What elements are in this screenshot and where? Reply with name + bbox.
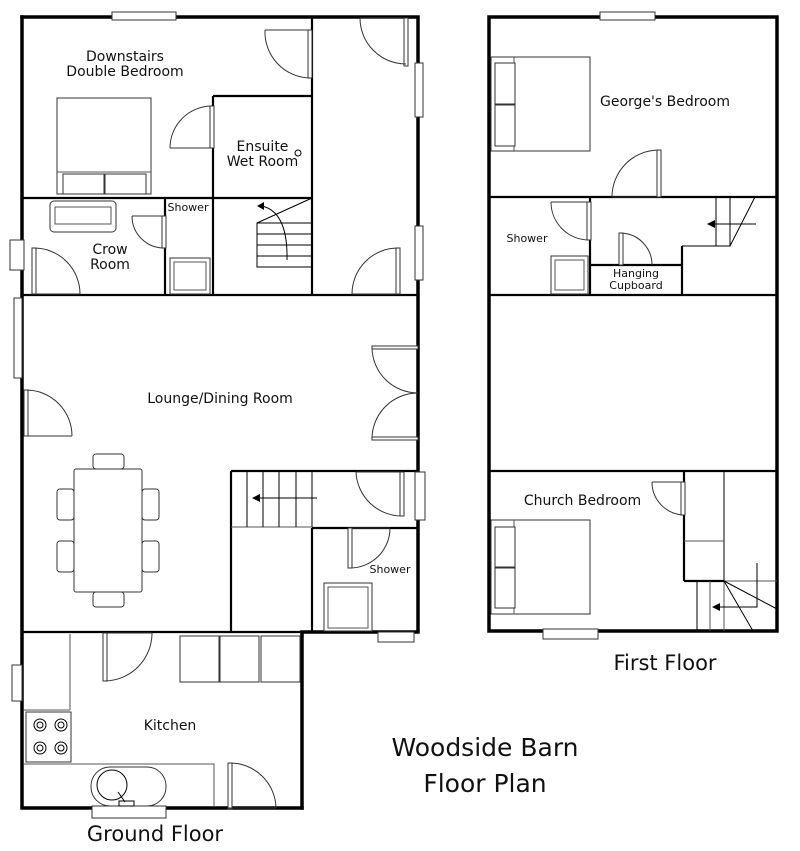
room-label-shower-upper: Shower xyxy=(167,201,209,214)
staircase xyxy=(696,563,778,632)
shower-tray xyxy=(550,255,589,295)
door xyxy=(371,345,419,441)
window xyxy=(11,664,23,702)
room-label-shower-first: Shower xyxy=(506,232,548,245)
room-label-georges-bedroom: George's Bedroom xyxy=(600,94,730,110)
window xyxy=(13,297,23,379)
room-label-ensuite: Ensuite Wet Room xyxy=(226,139,299,171)
door xyxy=(31,247,81,295)
door xyxy=(611,149,662,198)
door xyxy=(550,201,592,241)
door xyxy=(131,215,167,249)
room-label-lounge: Lounge/Dining Room xyxy=(147,391,293,407)
dining-table xyxy=(56,453,160,608)
shower-tray xyxy=(323,582,373,632)
door xyxy=(351,247,401,295)
arrow-icon xyxy=(707,220,715,228)
hob-burner-icon xyxy=(33,718,68,755)
arrow-icon xyxy=(257,202,264,210)
room-label-kitchen: Kitchen xyxy=(143,718,197,734)
window xyxy=(111,11,177,21)
sink xyxy=(90,766,167,807)
ground-floor-plan xyxy=(9,11,426,819)
first-floor-label: First Floor xyxy=(613,651,717,675)
door xyxy=(169,105,215,149)
window xyxy=(9,239,25,271)
window xyxy=(414,225,424,281)
room-label-church-bedroom: Church Bedroom xyxy=(523,493,642,509)
room-label-downstairs-bedroom: Downstairs Double Bedroom xyxy=(66,49,184,81)
window xyxy=(91,805,167,819)
room-label-shower-lower: Shower xyxy=(369,563,411,576)
window xyxy=(414,471,426,521)
door xyxy=(227,762,277,810)
stair-edge xyxy=(682,196,756,247)
arrow-icon xyxy=(252,494,260,502)
drain-icon xyxy=(294,149,302,157)
double-bed xyxy=(490,56,591,152)
ground-floor-label: Ground Floor xyxy=(86,822,224,846)
door xyxy=(264,29,313,79)
shower-tray xyxy=(169,257,211,295)
window xyxy=(414,62,424,118)
window xyxy=(542,628,599,640)
door xyxy=(618,232,653,266)
staircase xyxy=(256,197,313,268)
door xyxy=(651,481,686,516)
door xyxy=(359,17,409,67)
ground-outer-wall-east xyxy=(20,15,420,810)
sofa xyxy=(49,200,117,233)
door xyxy=(347,527,391,569)
window xyxy=(599,11,656,21)
door xyxy=(23,389,73,437)
window xyxy=(377,631,415,643)
door xyxy=(355,471,405,517)
staircase xyxy=(231,471,317,528)
room-label-crow-room: Crow Room xyxy=(90,242,130,274)
kitchen-units xyxy=(24,634,301,807)
arrow-icon xyxy=(712,603,720,611)
first-floor-plan xyxy=(487,11,779,640)
door xyxy=(102,632,153,682)
plan-title: Woodside Barn Floor Plan xyxy=(391,733,579,799)
double-bed xyxy=(490,519,591,615)
room-label-hanging-cupboard: Hanging Cupboard xyxy=(609,267,663,292)
ground-outer-wall-west xyxy=(20,15,304,810)
sofa-seat xyxy=(54,206,112,225)
double-bed xyxy=(56,97,152,195)
